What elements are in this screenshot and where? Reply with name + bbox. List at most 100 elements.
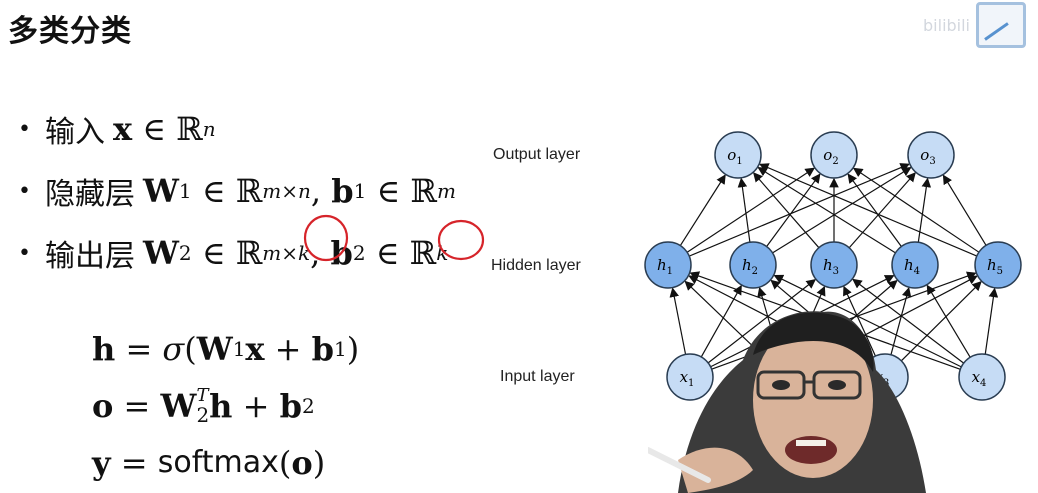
math-x: x	[112, 110, 133, 148]
hidden-node-subscript: 1	[667, 266, 673, 277]
output-node: o2	[810, 131, 858, 179]
network-edge-arrow	[737, 177, 751, 243]
bullet-dot: •	[18, 178, 31, 204]
hidden-node: h2	[729, 241, 777, 289]
math-W: W	[196, 329, 233, 368]
network-edge-arrow	[758, 163, 978, 257]
math-exp: m	[436, 179, 456, 203]
math-in: ∈	[132, 110, 177, 148]
network-edge-arrow	[843, 285, 877, 357]
page-title: 多类分类	[8, 14, 132, 49]
math-o: o	[92, 386, 114, 425]
hidden-layer-label: Hidden layer	[491, 257, 581, 274]
output-layer-label: Output layer	[493, 146, 581, 163]
bullet-dot: •	[18, 240, 31, 266]
hidden-node-circle	[974, 241, 1022, 289]
math-sub: 1	[334, 336, 347, 361]
network-edge-arrow	[752, 172, 820, 249]
math-exp: m×n	[262, 179, 311, 203]
math-h: h	[209, 386, 233, 425]
math-sup: T	[196, 384, 209, 406]
math-sub: 2	[301, 393, 315, 418]
hidden-node: h1	[644, 241, 692, 289]
network-edge-arrow	[890, 287, 912, 355]
network-edge-arrow	[848, 172, 916, 249]
math-in: ∈ ℝ	[366, 172, 437, 210]
hidden-node: h3	[810, 241, 858, 289]
network-edge-arrow	[773, 274, 962, 368]
input-node: x4	[958, 353, 1006, 401]
network-edge-arrow	[707, 278, 817, 364]
bullet-label: 输出层	[44, 239, 135, 274]
network-edge-arrow	[669, 287, 687, 355]
output-node-circle	[714, 131, 762, 179]
math-exp: m×k	[262, 241, 311, 265]
math-o: o	[291, 443, 313, 482]
hidden-node-subscript: 4	[914, 266, 920, 277]
math-in: ∈ ℝ	[191, 234, 263, 272]
network-edge-arrow	[757, 167, 896, 254]
hidden-node-subscript: 3	[833, 266, 839, 277]
input-node-subscript: 4	[980, 378, 986, 389]
math-W: W	[160, 386, 197, 425]
math-softmax: softmax	[157, 445, 279, 480]
hidden-node: h4	[891, 241, 939, 289]
input-node: x1	[666, 353, 714, 401]
input-node-circle	[666, 353, 714, 401]
math-sub: 1	[353, 179, 367, 203]
output-node-circle	[907, 131, 955, 179]
math-h: h	[92, 329, 116, 368]
math-sigma: σ	[162, 329, 185, 368]
presenter-video-overlay	[648, 311, 926, 493]
math-sub: 2	[352, 241, 366, 265]
input-layer-label: Input layer	[500, 368, 575, 385]
math-exp: n	[202, 117, 216, 141]
math-in: ∈ ℝ	[365, 234, 437, 272]
output-node: o3	[907, 131, 955, 179]
bullet-label: 输入	[44, 115, 105, 150]
output-node-circle	[810, 131, 858, 179]
output-node-subscript: 3	[929, 156, 935, 167]
network-edge-arrow	[852, 278, 965, 364]
math-in: ∈ ℝ	[191, 172, 263, 210]
bullet-dot: •	[18, 116, 31, 142]
hidden-node-subscript: 5	[997, 266, 1003, 277]
network-edge-arrow	[926, 284, 971, 358]
network-edge-arrow	[688, 163, 910, 257]
math-sub: 2	[196, 402, 210, 427]
input-node-subscript: 1	[688, 378, 694, 389]
math-reals: ℝ	[176, 110, 203, 148]
hidden-node-circle	[810, 241, 858, 289]
math-x: x	[245, 329, 265, 368]
math-y: y	[92, 443, 111, 482]
bilibili-watermark: bilibili	[923, 2, 1026, 48]
math-b: b	[330, 234, 353, 272]
hidden-node-circle	[729, 241, 777, 289]
network-edge-arrow	[772, 166, 912, 254]
network-edge-arrow	[686, 167, 815, 253]
math-b: b	[279, 386, 302, 425]
hidden-node-circle	[644, 241, 692, 289]
network-edge-arrow	[766, 173, 821, 247]
network-edge-arrow	[847, 173, 902, 247]
math-sub: 1	[232, 336, 246, 361]
network-edge-arrow	[679, 174, 726, 246]
math-sub: 2	[178, 241, 192, 265]
math-b: b	[331, 172, 354, 210]
network-edge-arrow	[852, 167, 980, 253]
network-edge-arrow	[984, 287, 999, 355]
math-W: W	[142, 172, 179, 210]
network-edge-arrow	[942, 174, 987, 246]
math-sub: 1	[178, 179, 192, 203]
network-edge-arrow	[700, 284, 742, 358]
input-node-circle	[958, 353, 1006, 401]
watermark-text: bilibili	[923, 15, 970, 35]
hidden-node-circle	[891, 241, 939, 289]
output-node-subscript: 2	[832, 156, 838, 167]
hidden-node: h5	[974, 241, 1022, 289]
